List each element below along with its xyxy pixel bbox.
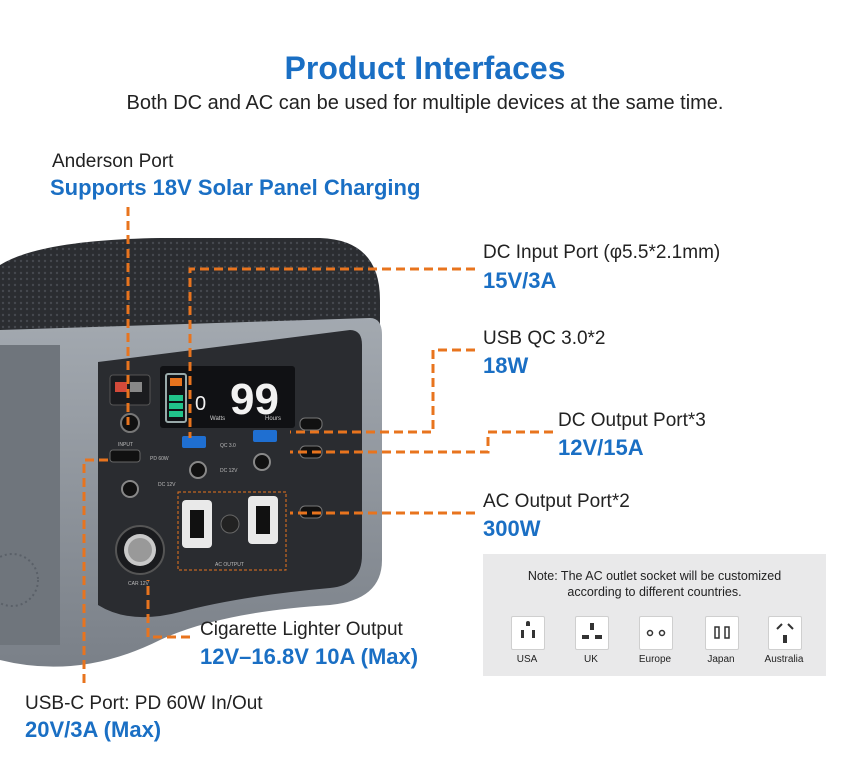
usb-c-label: USB-C Port: PD 60W In/Out <box>25 693 263 714</box>
svg-text:0: 0 <box>195 393 206 415</box>
svg-text:QC 3.0: QC 3.0 <box>220 443 236 449</box>
socket-note-text: Note: The AC outlet socket will be custo… <box>483 568 826 600</box>
japan-socket-label: Japan <box>707 654 735 665</box>
anderson-port-label: Anderson Port <box>52 151 174 172</box>
cigarette-lighter-value: 12V–16.8V 10A (Max) <box>200 644 419 669</box>
svg-text:Hours: Hours <box>265 416 281 422</box>
note-line-2: according to different countries. <box>567 585 742 599</box>
australia-socket-label: Australia <box>764 654 804 665</box>
australia-socket-icon <box>768 616 802 650</box>
uk-socket-label: UK <box>584 654 598 665</box>
dc-output-label: DC Output Port*3 <box>558 410 706 431</box>
svg-text:Watts: Watts <box>210 416 225 422</box>
ac-output-value: 300W <box>483 516 541 541</box>
dc-input-label: DC Input Port (φ5.5*2.1mm) <box>483 242 721 263</box>
usb-c-value: 20V/3A (Max) <box>25 717 162 742</box>
dc-input-value: 15V/3A <box>483 268 557 293</box>
usa-socket-label: USA <box>516 654 538 665</box>
top-handle <box>0 238 380 345</box>
cigarette-lighter-label: Cigarette Lighter Output <box>200 619 403 640</box>
ac-output-label: AC Output Port*2 <box>483 491 630 512</box>
usa-socket-icon <box>511 616 545 650</box>
dc-output-value: 12V/15A <box>558 435 644 460</box>
usb-qc-value: 18W <box>483 353 529 378</box>
page-subtitle: Both DC and AC can be used for multiple … <box>126 92 724 114</box>
note-line-1: Note: The AC outlet socket will be custo… <box>527 569 782 583</box>
europe-socket-label: Europe <box>638 654 672 665</box>
anderson-port-value: Supports 18V Solar Panel Charging <box>50 175 421 200</box>
svg-text:PD 60W: PD 60W <box>150 456 169 462</box>
svg-text:DC 12V: DC 12V <box>158 482 176 488</box>
usb-qc-label: USB QC 3.0*2 <box>483 328 606 349</box>
uk-socket-icon <box>575 616 609 650</box>
europe-socket-icon <box>639 616 673 650</box>
lcd-display <box>160 366 295 428</box>
japan-socket-icon <box>705 616 739 650</box>
svg-text:CAR 12V: CAR 12V <box>128 581 150 587</box>
svg-text:AC OUTPUT: AC OUTPUT <box>215 562 244 568</box>
page-title: Product Interfaces <box>284 50 566 86</box>
leader-lines <box>82 207 553 683</box>
svg-text:INPUT: INPUT <box>118 442 133 448</box>
svg-text:DC 12V: DC 12V <box>220 468 238 474</box>
display-digits: 99 <box>230 375 279 424</box>
socket-note-box: Note: The AC outlet socket will be custo… <box>483 554 826 676</box>
